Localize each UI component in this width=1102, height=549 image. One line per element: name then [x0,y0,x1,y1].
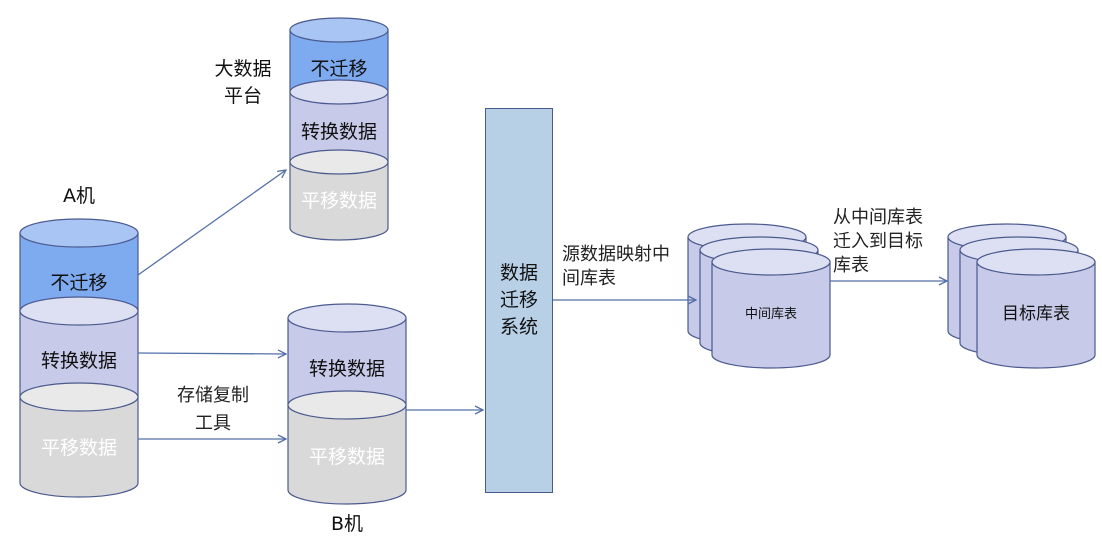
platform-cylinder-segment-0-top [289,17,389,43]
move-note-line2: 迁入到目标 [833,231,923,252]
migration-system-box [485,108,553,493]
platform-cylinder-segment-2-top [289,149,389,175]
arrow-a-convert-to-b [137,353,286,354]
platform-title-line2: 平台 [224,85,262,107]
storage-tool-line1: 存储复制 [177,385,249,406]
machine-a-cylinder-segment-2 [19,396,139,498]
mapping-note-line2: 间库表 [562,268,616,289]
machine-b-title: B机 [331,513,363,535]
migration-system-line2: 迁移 [500,289,538,311]
migration-system-line1: 数据 [500,262,538,284]
target-cylinder-2-segment-0-top [976,248,1096,276]
machine-a-cylinder-segment-1-top [19,296,139,326]
intermediate-label: 中间库表 [745,306,797,322]
platform-shift: 平移数据 [301,190,377,212]
platform-no-migrate: 不迁移 [310,58,367,80]
machine-b-convert: 转换数据 [309,358,385,380]
machine-b-cylinder-segment-1-top [287,390,407,420]
target-cylinder-2-segment-0 [976,261,1096,369]
machine-b-shift: 平移数据 [309,446,385,468]
machine-a-convert: 转换数据 [41,350,117,372]
machine-b-cylinder-segment-1 [287,404,407,505]
machine-a-title: A机 [63,185,95,207]
move-note-line1: 从中间库表 [833,207,923,228]
intermediate-cylinder-2-segment-0-top [711,248,831,276]
machine-a-cylinder-segment-0-top [19,218,139,248]
platform-title-line1: 大数据 [214,58,271,80]
target-label: 目标库表 [1002,304,1070,324]
machine-a-no-migrate: 不迁移 [50,272,107,294]
migration-system-line3: 系统 [500,316,538,338]
machine-a-shift: 平移数据 [41,437,117,459]
platform-cylinder-segment-2 [289,161,389,241]
intermediate-cylinder-2-segment-0 [711,261,831,369]
platform-cylinder-segment-1-top [289,79,389,105]
move-note-line3: 库表 [833,255,869,276]
arrow-a-to-platform [137,170,286,276]
storage-tool-line2: 工具 [195,413,231,434]
platform-convert: 转换数据 [301,121,377,143]
machine-b-cylinder-segment-0-top [287,303,407,333]
mapping-note-line1: 源数据映射中 [562,244,670,265]
machine-a-cylinder-segment-2-top [19,382,139,412]
